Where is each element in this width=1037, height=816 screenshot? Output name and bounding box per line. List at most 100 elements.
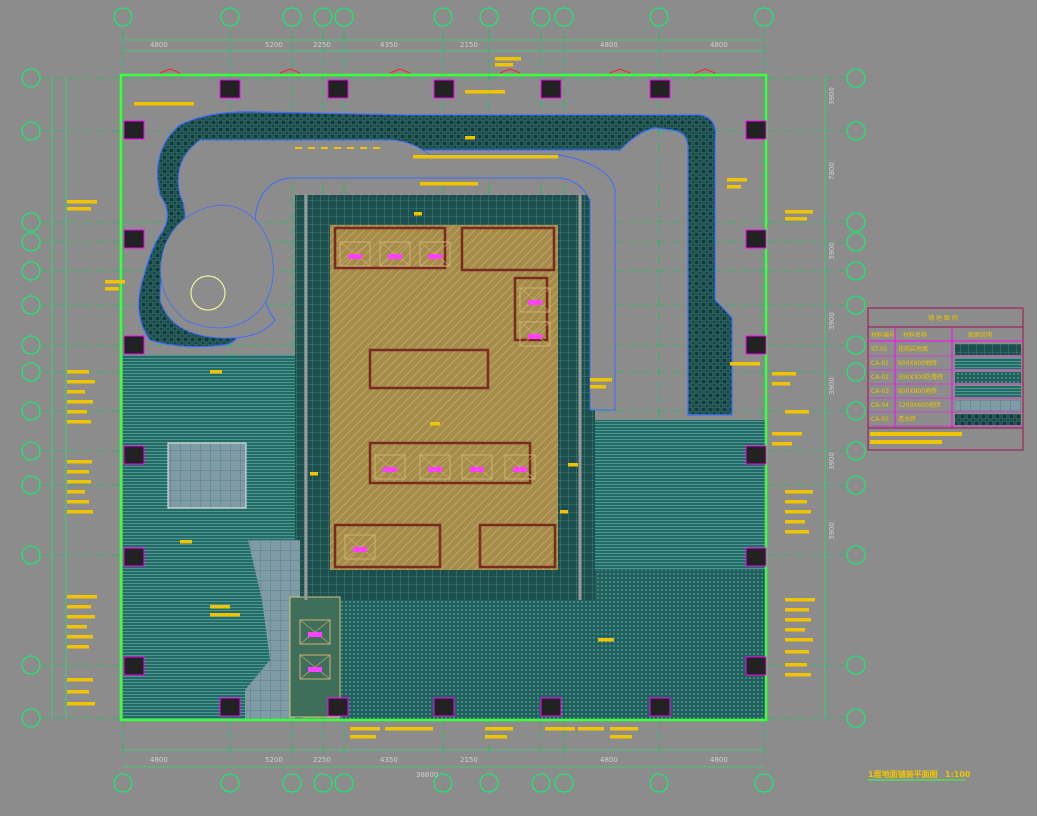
legend-row-code: CA-04 — [871, 402, 889, 409]
axis-bubble-right — [846, 362, 866, 382]
building-core — [330, 225, 558, 570]
annotation-text-mark — [727, 185, 741, 189]
column-opening — [540, 697, 562, 717]
axis-bubble-top — [754, 7, 774, 27]
annotation-text-mark — [495, 57, 521, 61]
axis-bubble-bottom — [220, 773, 240, 793]
legend-row-swatch — [955, 386, 1021, 397]
elevator-tag — [428, 467, 442, 472]
column-opening — [745, 547, 767, 567]
annotation-text-mark — [105, 287, 119, 291]
column-opening — [745, 335, 767, 355]
annotation-text-mark — [67, 480, 91, 484]
legend-row-name: 300X300防滑砖 — [898, 373, 943, 381]
axis-bubble-bottom — [554, 773, 574, 793]
annotation-text-mark — [785, 490, 813, 494]
dimension-label: 5200 — [265, 756, 283, 764]
elevator-shaft — [299, 619, 331, 645]
axis-bubble-right — [846, 545, 866, 565]
dimension-label: 7800 — [828, 162, 836, 180]
annotation-text-mark — [785, 530, 809, 534]
annotation-text-mark — [308, 147, 315, 149]
column-opening — [123, 445, 145, 465]
elevator-shaft — [504, 454, 536, 480]
annotation-text-mark — [67, 625, 87, 629]
annotation-text-mark — [180, 540, 192, 544]
elevator-shaft — [419, 454, 451, 480]
drawing-title: 1层地面铺装平面图 — [868, 769, 938, 779]
annotation-text-mark — [67, 702, 95, 706]
elevator-tag — [528, 300, 542, 305]
dimension-label: 3900 — [828, 312, 836, 330]
column-opening — [123, 335, 145, 355]
axis-bubble-top — [313, 7, 333, 27]
dimension-label: 4350 — [380, 41, 398, 49]
legend-header-note: 图例说明 — [968, 331, 992, 339]
axis-bubble-top — [649, 7, 669, 27]
ramp-area — [245, 540, 300, 720]
column-opening — [649, 697, 671, 717]
axis-bubble-left — [21, 401, 41, 421]
axis-bubble-bottom — [113, 773, 133, 793]
column-opening — [433, 79, 455, 99]
annotation-text-mark — [67, 595, 97, 599]
annotation-text-mark — [67, 500, 89, 504]
annotation-text-mark — [610, 727, 638, 731]
legend-row-name: 透水砖 — [898, 415, 916, 423]
annotation-text-mark — [360, 147, 367, 149]
annotation-marks — [67, 57, 815, 739]
axis-bubble-left — [21, 655, 41, 675]
annotation-text-mark — [560, 510, 568, 514]
axis-bubble-left — [21, 335, 41, 355]
legend-row-name: 800X800地砖 — [898, 387, 937, 395]
elevator-tag — [513, 467, 527, 472]
annotation-text-mark — [373, 147, 380, 149]
annotation-text-mark — [727, 178, 747, 182]
column-opening — [649, 79, 671, 99]
column-opening — [745, 445, 767, 465]
round-feature — [190, 275, 226, 311]
dimension-label: 4800 — [150, 756, 168, 764]
dimension-label: 2250 — [313, 41, 331, 49]
annotation-text-mark — [568, 463, 578, 467]
axis-bubble-top — [113, 7, 133, 27]
north-edge-mark — [499, 68, 521, 74]
annotation-text-mark — [210, 605, 230, 609]
axis-bubble-right — [846, 261, 866, 281]
axis-bubble-left — [21, 212, 41, 232]
axis-bubble-bottom — [754, 773, 774, 793]
column-opening — [123, 120, 145, 140]
annotation-text-mark — [785, 520, 805, 524]
column-opening — [327, 697, 349, 717]
annotation-text-mark — [350, 735, 376, 739]
legend-row-code: CA-01 — [871, 360, 889, 367]
dimension-label: 3900 — [828, 522, 836, 540]
axis-bubble-right — [846, 232, 866, 252]
axis-bubble-top — [479, 7, 499, 27]
axis-bubble-top — [554, 7, 574, 27]
annotation-text-mark — [785, 410, 809, 414]
annotation-text-mark — [785, 673, 811, 677]
round-lawn — [160, 204, 274, 329]
north-edge-mark — [694, 68, 716, 74]
annotation-text-mark — [67, 615, 95, 619]
openings — [123, 68, 767, 717]
elevator-shaft — [339, 241, 371, 267]
elevator-tag — [428, 254, 442, 259]
axis-bubble-bottom — [433, 773, 453, 793]
elevator-tag — [348, 254, 362, 259]
annotation-text-mark — [420, 182, 478, 186]
axis-bubble-right — [846, 655, 866, 675]
elevator-tag — [383, 467, 397, 472]
axis-bubble-right — [846, 708, 866, 728]
annotation-text-mark — [772, 372, 796, 376]
elevator-shaft — [519, 287, 551, 313]
annotation-text-mark — [785, 638, 813, 642]
elevator-tag — [470, 467, 484, 472]
annotation-text-mark — [485, 735, 507, 739]
column-opening — [745, 229, 767, 249]
